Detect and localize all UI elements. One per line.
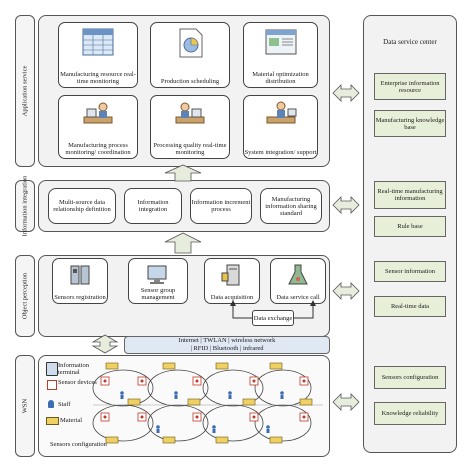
data-service-center-title: Data service center (383, 38, 437, 46)
server-tower-icon (221, 264, 240, 286)
layer-label-application: Application service (15, 15, 35, 167)
ds-item-rule-base[interactable]: Rule base (374, 216, 446, 237)
ds-item-realtime-data[interactable]: Real-time data (374, 296, 446, 317)
network-line-1: Internet | TWLAN | wireless network (178, 337, 276, 344)
arrow-perception-dsc (332, 282, 360, 300)
legend-sensor-devices: Sensor devices (58, 379, 97, 386)
app-card-label: Production scheduling (160, 78, 220, 85)
integration-item-sharing-standard[interactable]: Manufacturing information sharing standa… (260, 188, 322, 224)
app-card-label: Material optimization distribution (252, 71, 309, 85)
data-service-center: Data service center Enterprise informati… (363, 15, 457, 453)
wsn-topology (92, 362, 323, 444)
operator-desk-icon (266, 101, 296, 124)
pie-chart-document-icon (179, 28, 203, 58)
app-card-material-distribution[interactable]: Material optimization distribution (243, 22, 318, 88)
network-line-2: | RFID | Bluetooth | infrared (190, 344, 264, 352)
ds-item-knowledge-reliability[interactable]: Knowledge reliability (374, 402, 446, 425)
perception-card-label: Data acquisition (210, 294, 254, 301)
perception-card-sensors-registration[interactable]: Sensors registration (52, 258, 108, 304)
ds-item-realtime-info[interactable]: Real-time manufacturing information (374, 181, 446, 209)
integration-item-relationship[interactable]: Multi-source data relationship definitio… (48, 188, 116, 224)
operator-desk-icon (175, 102, 205, 124)
arrow-bidirectional-wsn-perception (91, 334, 119, 354)
app-card-process-monitoring[interactable]: Manufacturing process monitoring/ coordi… (58, 95, 138, 159)
app-card-label: Processing quality real-time monitoring (153, 142, 227, 156)
ds-item-enterprise-resource[interactable]: Enterprise information resource (374, 73, 446, 100)
network-protocol-bar: Internet | TWLAN | wireless network | RF… (124, 336, 330, 354)
app-card-label: Manufacturing process monitoring/ coordi… (65, 142, 131, 156)
legend-material: Material (60, 417, 83, 424)
spreadsheet-icon (82, 28, 114, 56)
app-card-label: Manufacturing resource real-time monitor… (60, 71, 136, 85)
ds-item-sensor-information[interactable]: Sensor information (374, 261, 446, 282)
integration-item-increment[interactable]: Information increment process (190, 188, 252, 224)
layer-label-perception: Object perception (15, 255, 35, 337)
operator-desk-icon (83, 102, 113, 124)
perception-card-group-management[interactable]: Sensor group management (128, 258, 188, 304)
staff-icon (48, 400, 54, 408)
app-card-system-integration[interactable]: System integration/ support (243, 95, 318, 159)
layer-label-integration: Information integration (15, 176, 35, 236)
wsn-sensors-configuration-label: Sensors configuration (50, 441, 107, 448)
app-card-label: System integration/ support (244, 149, 317, 156)
arrow-wsn-dsc (332, 393, 360, 411)
computer-icon (147, 265, 167, 284)
perception-card-data-service-call[interactable]: Data service call (270, 258, 326, 304)
arrow-integration-dsc (332, 196, 360, 214)
lab-flask-icon (288, 264, 308, 285)
perception-card-label: Data service call (276, 294, 320, 301)
integration-item-integration[interactable]: Information integration (124, 188, 182, 224)
legend-information-terminal: Information terminal (58, 362, 90, 376)
app-card-quality-monitoring[interactable]: Processing quality real-time monitoring (150, 95, 230, 159)
sensor-device-icon (70, 265, 90, 285)
layer-label-wsn: WSN (15, 355, 35, 457)
terminal-icon (46, 362, 58, 376)
legend-staff: Staff (58, 401, 71, 408)
perception-card-label: Sensor group management (140, 287, 176, 301)
monitor-window-icon (265, 29, 296, 55)
arrow-up-integration-to-application (164, 164, 202, 182)
perception-card-data-acquisition[interactable]: Data acquisition (204, 258, 260, 304)
app-card-production-scheduling[interactable]: Production scheduling (150, 22, 230, 88)
ds-item-sensors-configuration[interactable]: Sensors configuration (374, 366, 446, 389)
sensor-icon (47, 380, 57, 390)
perception-card-label: Sensors registration (54, 294, 106, 301)
arrow-application-dsc (332, 84, 360, 102)
ds-item-knowledge-base[interactable]: Manufacturing knowledge base (374, 110, 446, 137)
app-card-resource-monitoring[interactable]: Manufacturing resource real-time monitor… (58, 22, 138, 88)
data-exchange-label: Data exchange (252, 310, 294, 326)
arrow-up-perception-to-integration (164, 232, 202, 254)
material-icon (46, 417, 59, 425)
